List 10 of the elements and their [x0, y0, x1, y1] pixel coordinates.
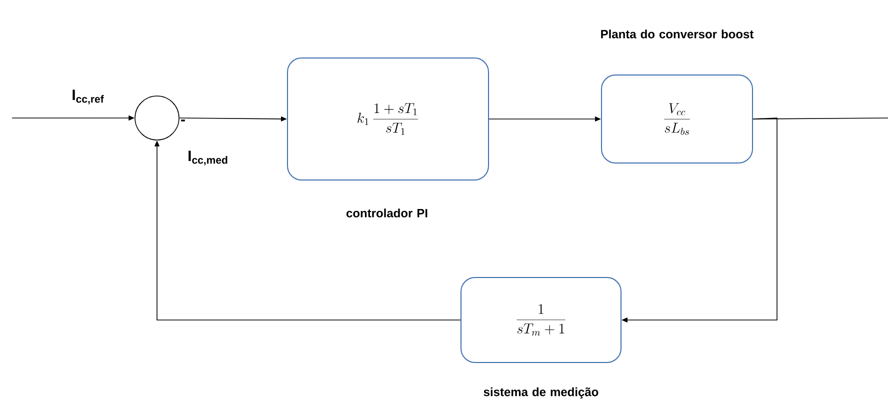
block-box: $k_1\,\frac{1+sT_1}{sT_1}$: [287, 58, 489, 180]
block-box: $\frac{V_{cc}}{sL_{bs}}$: [601, 74, 753, 164]
signal-label: I$_{cc,med}$: [188, 150, 228, 166]
block-caption: controlador PI: [346, 208, 428, 218]
signal-label: -: [181, 120, 185, 122]
summing-junction: [134, 96, 180, 140]
signal-label: I$_{cc,ref}$: [72, 90, 104, 104]
block-caption: sistema de medição: [484, 387, 598, 399]
block-caption: Planta do conversor boost: [601, 30, 754, 38]
block-box: $\frac{1}{sT_m+1}$: [460, 277, 622, 363]
